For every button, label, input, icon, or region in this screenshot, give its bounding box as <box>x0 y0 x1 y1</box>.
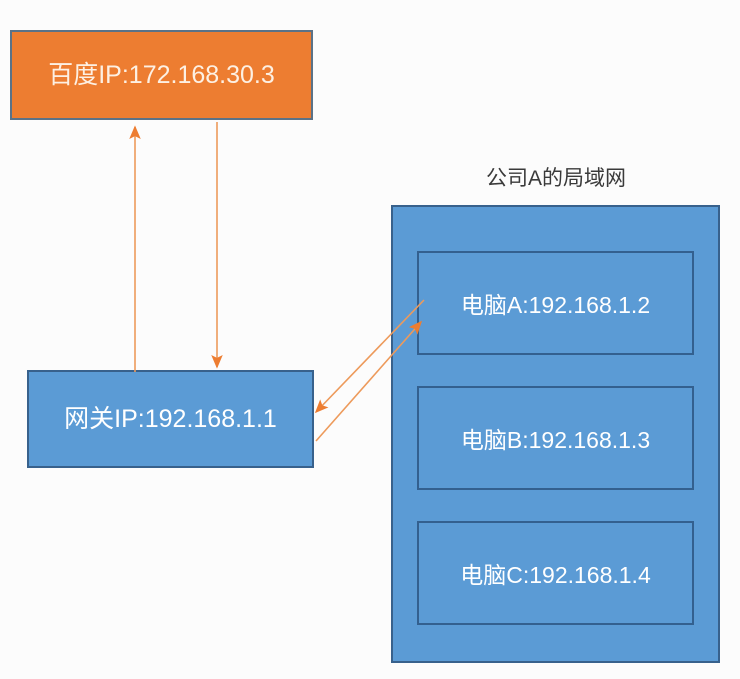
node-computer-a-label: 电脑A:192.168.1.2 <box>460 292 651 318</box>
node-gateway-label: 网关IP:192.168.1.1 <box>64 405 277 433</box>
node-internet-server[interactable]: 百度IP:172.168.30.3 <box>10 30 313 120</box>
node-computer-c-label: 电脑C:192.168.1.4 <box>460 562 651 588</box>
node-internet-label: 百度IP:172.168.30.3 <box>48 61 275 89</box>
lan-title: 公司A的局域网 <box>485 167 626 190</box>
node-computer-b[interactable]: 电脑B:192.168.1.3 <box>417 386 694 490</box>
node-computer-c[interactable]: 电脑C:192.168.1.4 <box>417 521 694 625</box>
lan-container[interactable]: 电脑A:192.168.1.2 电脑B:192.168.1.3 电脑C:192.… <box>391 205 720 663</box>
node-gateway[interactable]: 网关IP:192.168.1.1 <box>27 370 314 468</box>
node-computer-b-label: 电脑B:192.168.1.3 <box>460 427 651 453</box>
node-computer-a[interactable]: 电脑A:192.168.1.2 <box>417 251 694 355</box>
